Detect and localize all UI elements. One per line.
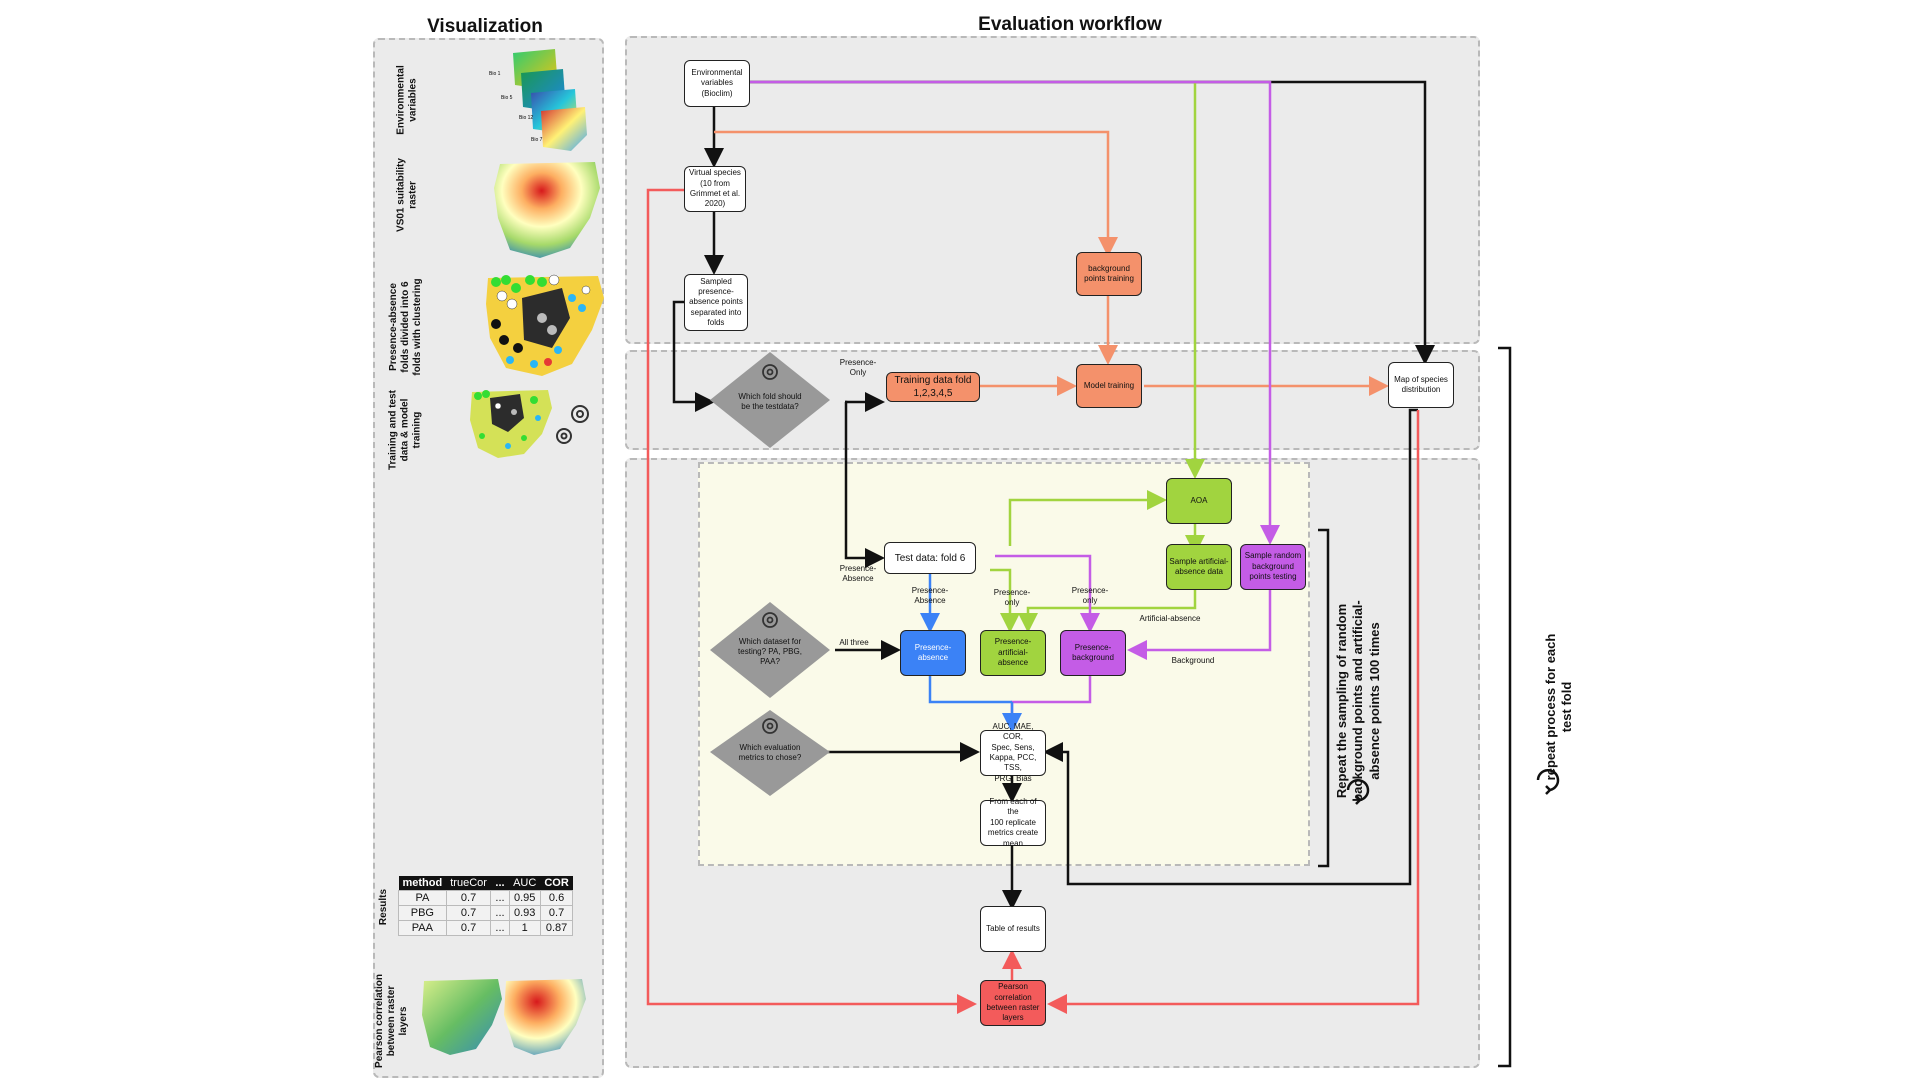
env-variables-image: Bio 1 Bio 5 Bio 12 Bio 7 [489, 49, 587, 151]
edge-srb-pb [1127, 590, 1272, 660]
edge-pa-metrics [928, 674, 1012, 704]
folds-image [486, 274, 604, 376]
gear-icon [556, 405, 589, 444]
results-header: method [398, 876, 447, 891]
mean-metrics-node[interactable]: From each of the 100 replicate metrics c… [980, 797, 1046, 848]
model-training-node[interactable]: Model training [1076, 364, 1142, 408]
metrics-node[interactable]: AUC, MAE, COR, Spec, Sens, Kappa, PCC, T… [980, 722, 1046, 783]
edge-sampled-fold [672, 300, 715, 412]
pearson-rasters-image [422, 979, 586, 1055]
table-cell: PA [398, 890, 447, 906]
metric-question[interactable]: Which evaluation metrics to chose? [738, 743, 802, 762]
bio12-label: Bio 12 [519, 115, 533, 121]
species-map-node[interactable]: Map of species distribution [1388, 362, 1454, 408]
bio7-label: Bio 7 [531, 137, 543, 143]
table-cell: ... [490, 890, 510, 906]
edge-saa-paa [1018, 590, 1197, 633]
edge-label-background: Background [1171, 656, 1215, 665]
edge-label-presence-absence-left: Presence- Absence [839, 564, 877, 583]
results-header: AUC [509, 876, 541, 891]
sampled-points-node[interactable]: Sampled presence- absence points separat… [684, 274, 748, 331]
edge-map-pearson [1047, 410, 1420, 1014]
table-cell: 0.7 [445, 920, 492, 936]
results-header: trueCor [446, 876, 491, 891]
training-image [470, 390, 589, 458]
results-table-node[interactable]: Table of results [980, 906, 1046, 952]
presence-absence-node[interactable]: Presence- absence [900, 630, 966, 676]
metric-diamond [710, 710, 830, 796]
edge-label-artificial-absence: Artificial-absence [1139, 614, 1201, 623]
inner-loop-label: Repeat the sampling of random background… [1334, 600, 1382, 802]
workflow-panel-top [625, 36, 1480, 344]
table-cell: 0.87 [539, 920, 574, 936]
presence-artificial-absence-node[interactable]: Presence- artificial- absence [980, 630, 1046, 676]
presence-background-node[interactable]: Presence- background [1060, 630, 1126, 676]
fold-question[interactable]: Which fold should be the testdata? [738, 392, 802, 411]
edge-env-bgtrain [714, 130, 1118, 257]
bio5-label: Bio 5 [501, 95, 513, 101]
edge-label-presence-only-top: Presence- Only [839, 358, 877, 377]
virtual-species-node[interactable]: Virtual species (10 from Grimmet et al. … [684, 166, 746, 212]
edge-test-aoa [1008, 490, 1167, 546]
env-variables-node[interactable]: Environmental variables (Bioclim) [684, 60, 750, 107]
outer-loop-bracket [1498, 346, 1512, 1068]
gear-icon [762, 364, 778, 380]
edge-label-presence-only-mid: Presence- only [993, 588, 1031, 607]
edge-env-srb [750, 80, 1280, 545]
results-header: ... [490, 876, 510, 891]
visualization-heading: Visualization [427, 16, 543, 37]
gear-icon [762, 612, 778, 628]
aoa-node[interactable]: AOA [1166, 478, 1232, 524]
fold-diamond [710, 352, 830, 448]
edge-test-pb [995, 554, 1100, 633]
gear-icon [762, 718, 778, 734]
test-data-node[interactable]: Test data: fold 6 [884, 542, 976, 574]
edge-vs-pearson [646, 188, 977, 1014]
inner-loop-bracket [1318, 528, 1330, 868]
bg-training-node[interactable]: background points training [1076, 252, 1142, 296]
edge-test-paa [990, 568, 1020, 633]
edge-map-metrics [1043, 408, 1418, 886]
bio1-label: Bio 1 [489, 71, 501, 77]
edge-label-presence-only-right: Presence- only [1071, 586, 1109, 605]
pearson-correlation-node[interactable]: Pearson correlation between raster layer… [980, 980, 1046, 1026]
refresh-icon [1536, 768, 1560, 795]
table-cell: PAA [398, 920, 447, 936]
table-cell: 0.93 [508, 905, 541, 921]
sample-random-background-node[interactable]: Sample random background points testing [1240, 544, 1306, 590]
dataset-question[interactable]: Which dataset for testing? PA, PBG, PAA? [738, 637, 802, 666]
edge-fold-test [844, 400, 885, 568]
training-fold-node[interactable]: Training data fold 1,2,3,4,5 [886, 372, 980, 402]
dataset-diamond [710, 602, 830, 698]
refresh-icon [1346, 778, 1370, 805]
table-cell: ... [490, 920, 510, 936]
sample-artificial-absence-node[interactable]: Sample artificial- absence data [1166, 544, 1232, 590]
edge-pb-metrics [1010, 674, 1092, 728]
edge-label-all-three: All three [839, 638, 869, 647]
edge-env-map [750, 80, 1435, 365]
results-header-row: method trueCor ... AUC COR [398, 876, 573, 891]
workflow-heading: Evaluation workflow [978, 14, 1162, 35]
table-cell: 0.6 [539, 890, 574, 906]
results-header: COR [540, 876, 573, 891]
outer-loop-label: repeat process for each test fold [1543, 633, 1575, 781]
suitability-raster-image [494, 162, 600, 258]
edge-label-presence-absence-mid: Presence- Absence [911, 586, 949, 605]
